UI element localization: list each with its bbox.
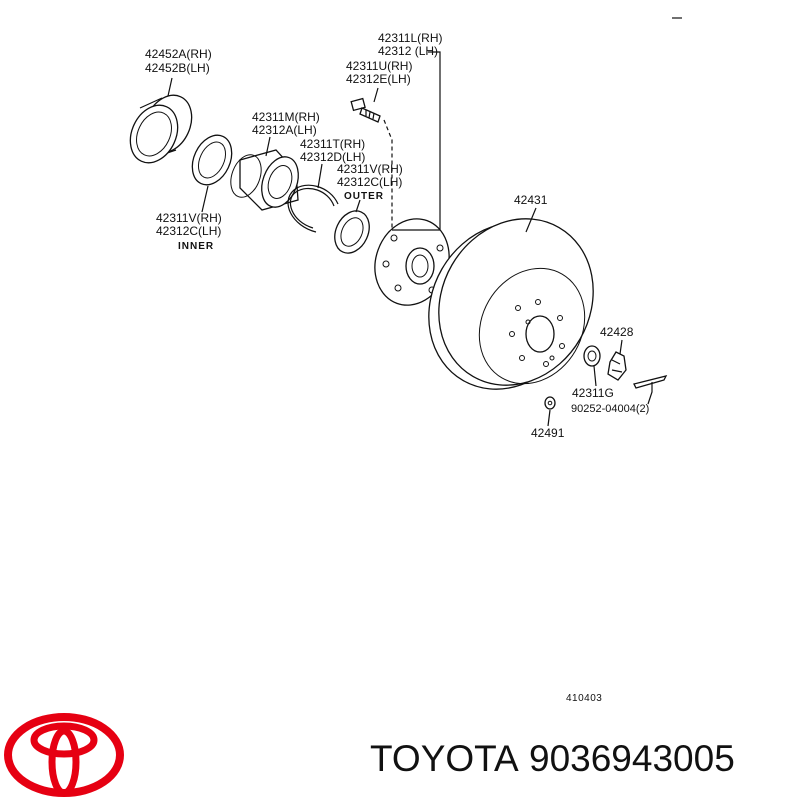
part-42431-disc (428, 218, 594, 390)
label-42311U-rh: 42311U(RH) (346, 59, 412, 73)
label-42452-rh: 42452A(RH) (145, 47, 212, 61)
leader-lines (167, 51, 653, 427)
label-42311L-rh: 42311L(RH) (378, 31, 442, 45)
part-42311M-bearing (230, 149, 299, 211)
toyota-logo (4, 713, 124, 797)
label-outer: OUTER (344, 191, 384, 202)
label-42311V-inner-rh: 42311V(RH) (156, 211, 222, 225)
label-42311T-rh: 42311T(RH) (300, 137, 365, 151)
label-42311U-lh: 42312E(LH) (346, 72, 411, 86)
label-42311L-lh: 42312 (LH) (378, 44, 438, 58)
brand-name: TOYOTA (370, 738, 519, 779)
part-42452-seal (129, 94, 193, 164)
part-42428-nut-lock (607, 351, 627, 381)
part-42311U-hub-bolt (350, 97, 393, 230)
part-42311T-snap-ring (287, 184, 339, 233)
drawing-number: 410403 (566, 693, 602, 704)
part-90252-cotter-pin (633, 375, 668, 389)
part-number: 9036943005 (529, 738, 735, 779)
label-42428: 42428 (600, 325, 634, 339)
label-90252: 90252-04004(2) (571, 403, 649, 415)
part-42491-cap (544, 396, 556, 410)
label-42311G: 42311G (572, 386, 614, 400)
brand-line: TOYOTA 9036943005 (370, 738, 735, 780)
label-42311V-outer-rh: 42311V(RH) (337, 162, 403, 176)
label-42452-lh: 42452B(LH) (145, 61, 210, 75)
label-inner: INNER (178, 241, 214, 252)
label-42431: 42431 (514, 193, 548, 207)
label-42311V-inner-lh: 42312C(LH) (156, 224, 221, 238)
label-42311M-rh: 42311M(RH) (252, 110, 320, 124)
part-outer-bearing (334, 210, 370, 254)
label-42311V-outer-lh: 42312C(LH) (337, 175, 402, 189)
label-42311M-lh: 42312A(LH) (252, 123, 317, 137)
label-42311T-lh: 42312D(LH) (300, 150, 365, 164)
part-42311G-nut (583, 345, 601, 367)
part-inner-seal (191, 134, 233, 186)
label-42491: 42491 (531, 426, 565, 440)
